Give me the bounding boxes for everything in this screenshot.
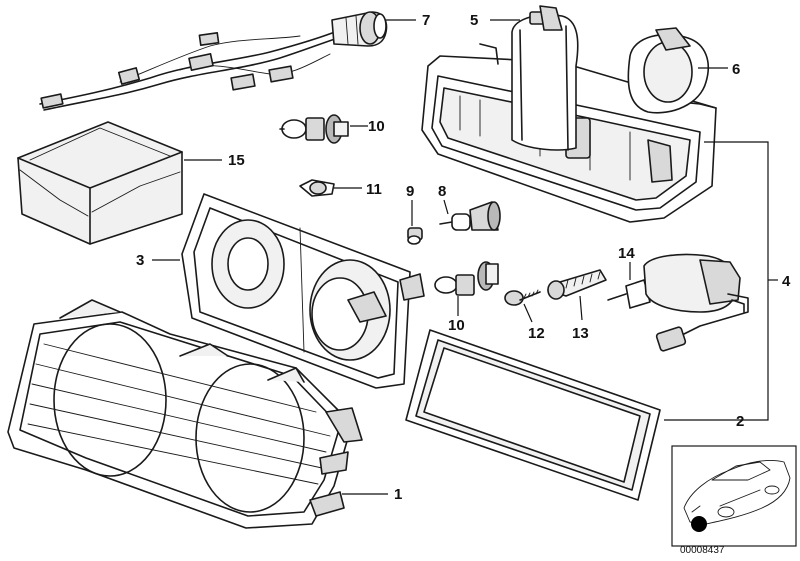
callout-10-top: 10 (368, 118, 385, 135)
location-marker-icon (691, 516, 707, 532)
callout-2: 2 (736, 413, 744, 430)
callout-9: 9 (406, 183, 414, 200)
car-location-inset: 00008437 (671, 445, 797, 556)
callout-1: 1 (394, 486, 402, 503)
headlight-gasket[interactable] (405, 329, 661, 501)
bulb-h1-top[interactable] (279, 114, 349, 144)
reference-number: 00008437 (680, 545, 725, 556)
parking-bulb[interactable] (299, 179, 335, 197)
callout-7: 7 (422, 12, 430, 29)
callout-10-bottom: 10 (448, 317, 465, 334)
callout-12: 12 (528, 325, 545, 342)
parts-box[interactable] (17, 121, 183, 245)
headlight-leveling-motor[interactable] (607, 253, 749, 352)
callout-8: 8 (438, 183, 446, 200)
bulb-h7[interactable] (439, 201, 501, 231)
lamp-socket-high-beam[interactable] (627, 27, 710, 114)
bulb-h1-bottom[interactable] (434, 261, 499, 296)
callout-3: 3 (136, 252, 144, 269)
leader-lines (152, 19, 778, 495)
callout-4: 4 (782, 273, 791, 290)
callout-5: 5 (470, 12, 478, 29)
callout-15: 15 (228, 152, 245, 169)
adjusting-screw[interactable] (504, 289, 541, 306)
car-outline-icon (683, 459, 791, 525)
headlight-reflector[interactable] (181, 193, 425, 389)
adjusting-element[interactable] (547, 269, 607, 300)
bulb-socket-small[interactable] (407, 227, 423, 245)
wiring-harness[interactable] (39, 11, 388, 111)
headlight-lens[interactable] (7, 299, 363, 529)
callout-labels: 7 5 6 10 15 11 9 8 3 14 4 10 12 13 2 1 (136, 12, 791, 503)
lamp-socket-low-beam[interactable] (511, 5, 579, 151)
callout-13: 13 (572, 325, 589, 342)
callout-6: 6 (732, 61, 740, 78)
callout-14: 14 (618, 245, 635, 262)
callout-11: 11 (366, 181, 382, 198)
